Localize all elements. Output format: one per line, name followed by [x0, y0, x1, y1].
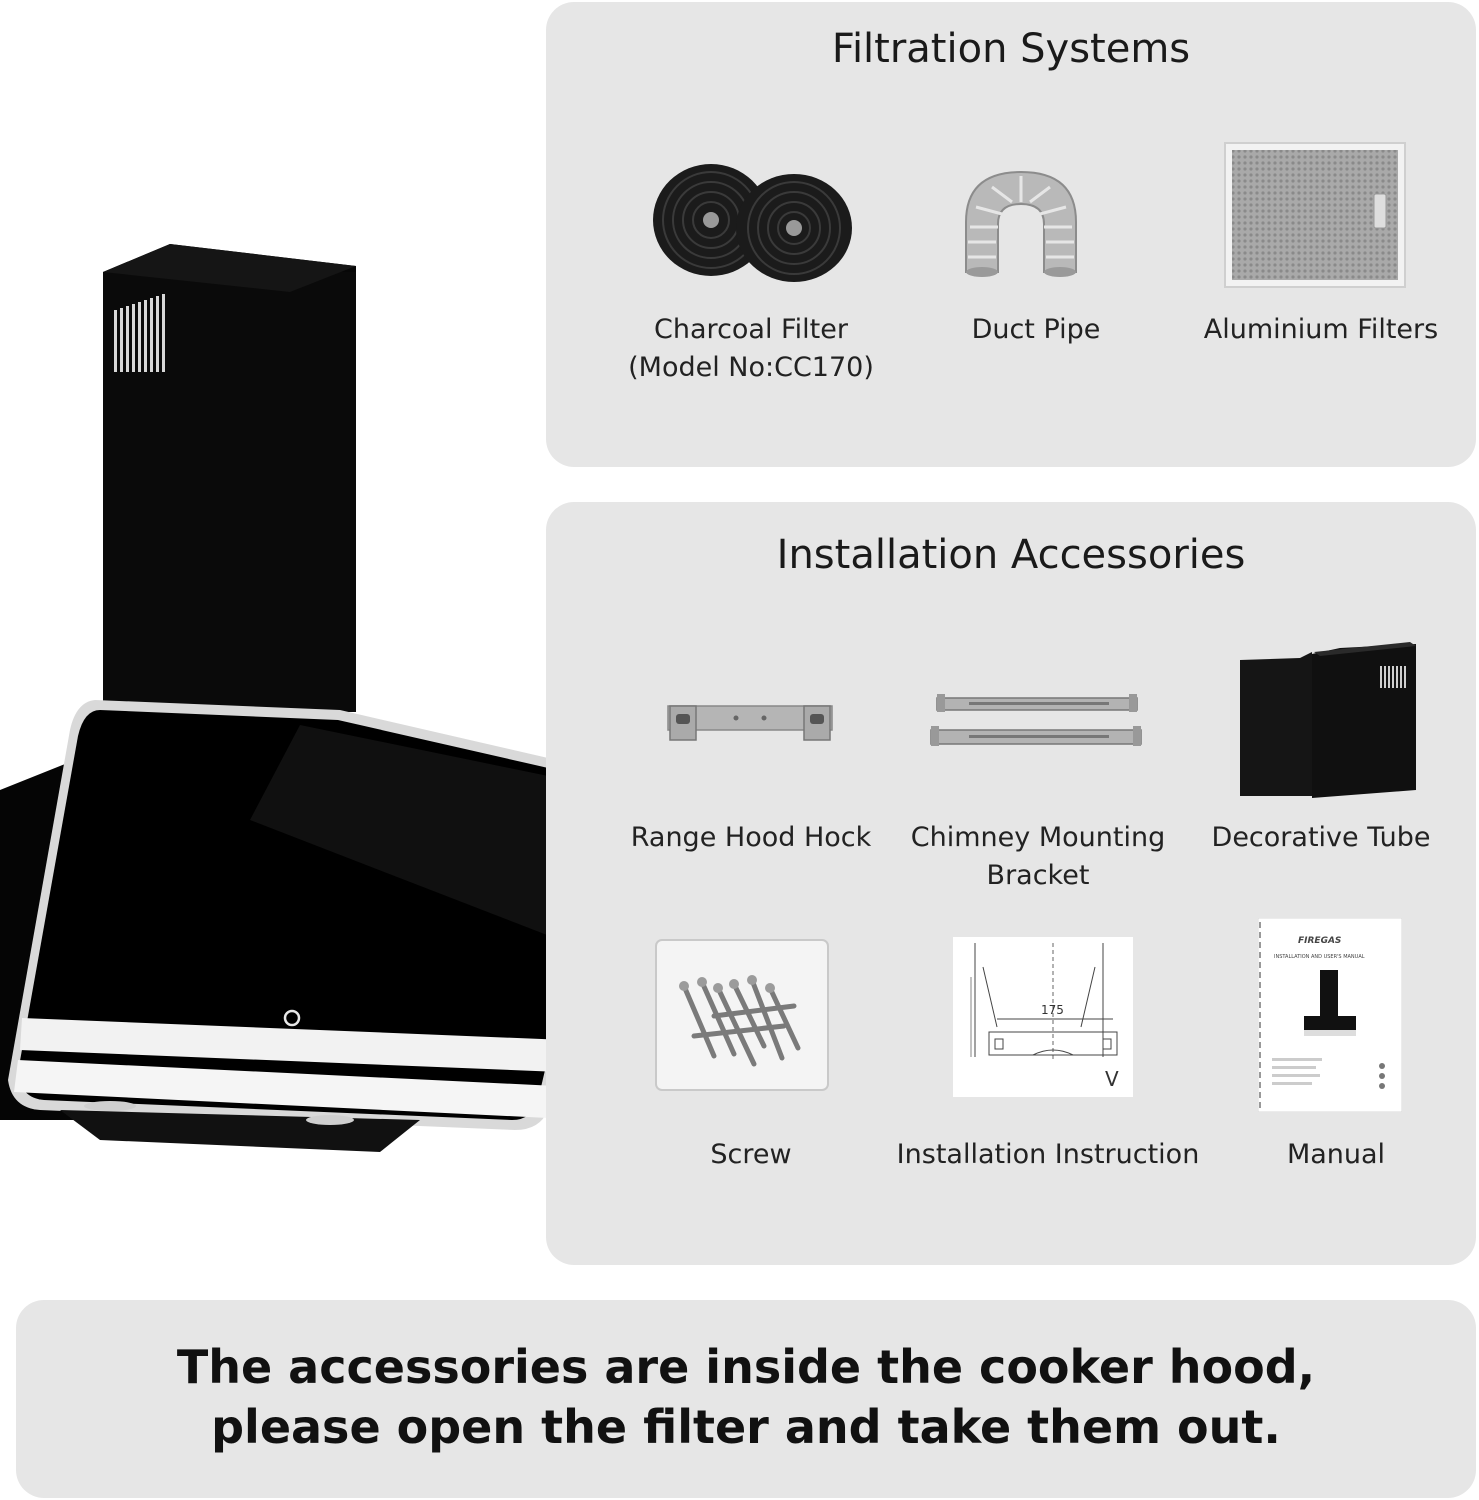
duct-pipe-icon [956, 162, 1086, 282]
mounting-bracket-icon [929, 692, 1147, 752]
installation-instruction-item: 175 V [953, 937, 1133, 1097]
notice-panel: The accessories are inside the cooker ho… [16, 1300, 1476, 1498]
notice-line-2: please open the filter and take them out… [211, 1400, 1281, 1454]
charcoal-filter-label: Charcoal Filter (Model No:CC170) [616, 311, 886, 387]
charcoal-filter-label-line1: Charcoal Filter [654, 314, 848, 345]
chimney-mounting-bracket-label-line2: Bracket [986, 860, 1090, 891]
manual-item: FIREGAS INSTALLATION AND USER'S MANUAL [1258, 918, 1402, 1112]
installation-accessories-title: Installation Accessories [776, 532, 1246, 578]
cooker-hood-image [0, 240, 625, 1160]
screw-label: Screw [710, 1139, 792, 1170]
aluminium-filters-label: Aluminium Filters [1203, 314, 1439, 345]
diagram-letter-label: V [1105, 1067, 1119, 1091]
charcoal-filter-item [646, 162, 856, 282]
screw-bag-icon [654, 936, 830, 1092]
charcoal-filter-icon [646, 162, 856, 282]
installation-instruction-label: Installation Instruction [896, 1139, 1200, 1170]
range-hood-hook-item [666, 700, 834, 744]
manual-icon [1258, 918, 1402, 1112]
filtration-systems-panel: Filtration Systems Charcoal Filter (Mode… [546, 2, 1476, 467]
aluminium-filter-item [1224, 142, 1406, 288]
decorative-tube-label: Decorative Tube [1211, 822, 1431, 853]
chimney-mounting-bracket-item [929, 692, 1147, 752]
screw-item [654, 936, 830, 1092]
diagram-dimension-label: 175 [1041, 1003, 1064, 1017]
installation-diagram-icon [953, 937, 1133, 1097]
decorative-tube-item [1240, 640, 1420, 800]
manual-label: Manual [1286, 1139, 1386, 1170]
range-hood-hook-label: Range Hood Hock [630, 822, 872, 853]
filtration-systems-title: Filtration Systems [831, 26, 1191, 72]
duct-pipe-item [956, 162, 1086, 282]
hood-hook-icon [666, 700, 834, 744]
installation-accessories-panel: Installation Accessories Range Hood Hock [546, 502, 1476, 1265]
duct-pipe-label: Duct Pipe [971, 314, 1101, 345]
charcoal-filter-model: (Model No:CC170) [628, 352, 874, 383]
chimney-mounting-bracket-label-line1: Chimney Mounting [910, 822, 1166, 853]
manual-title: INSTALLATION AND USER'S MANUAL [1274, 954, 1365, 960]
notice-line-1: The accessories are inside the cooker ho… [176, 1340, 1316, 1394]
chimney-mounting-bracket-label: Chimney Mounting Bracket [898, 819, 1178, 895]
decorative-tube-icon [1240, 640, 1420, 800]
manual-brand: FIREGAS [1298, 936, 1342, 946]
aluminium-filter-icon [1224, 142, 1406, 288]
